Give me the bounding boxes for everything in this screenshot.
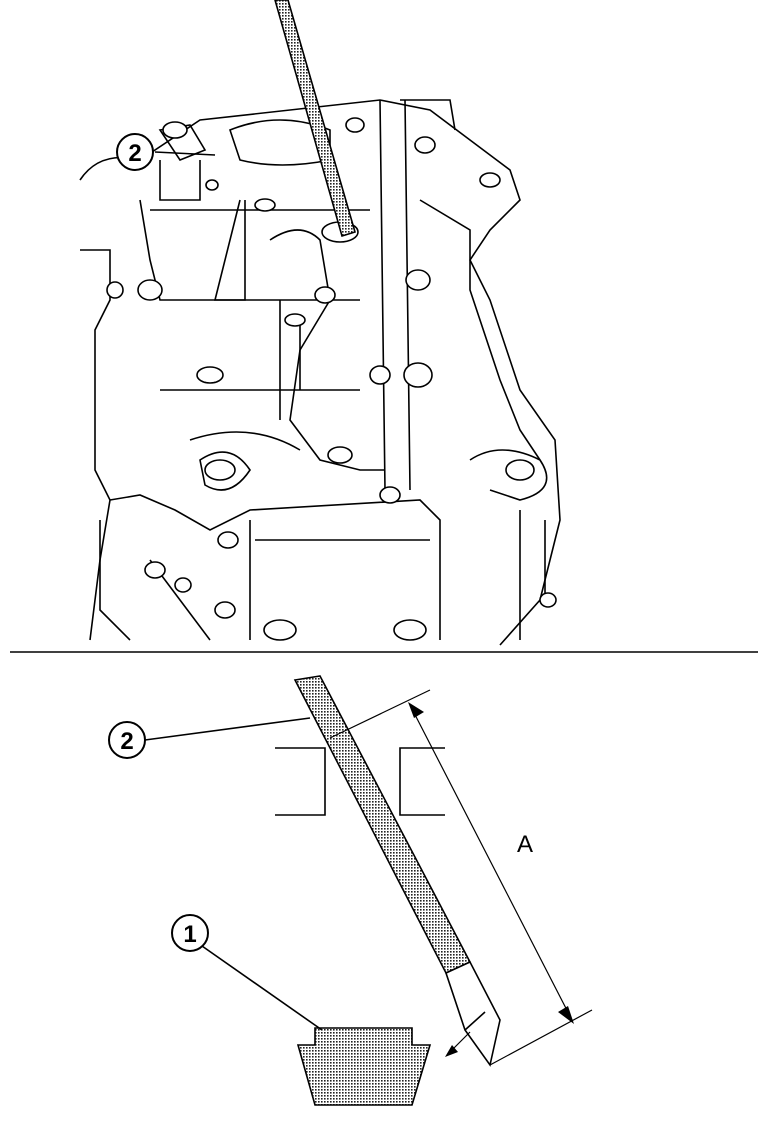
callout-2-top: 2 — [128, 140, 141, 167]
drift-tool-top — [274, 0, 356, 238]
dimension-label-a: A — [517, 831, 533, 858]
drift-tool-tip — [445, 960, 501, 1067]
leader-line-2 — [144, 717, 311, 741]
callout-1: 1 — [183, 921, 196, 948]
callout-circle-2-top — [116, 133, 154, 171]
callout-circle-1 — [171, 914, 209, 952]
case-bore-outline — [275, 747, 445, 816]
callout-2: 2 — [120, 728, 133, 755]
leader-line-2-top — [154, 151, 216, 156]
leader-line-1 — [201, 945, 323, 1031]
drift-tool-shaft — [293, 675, 472, 975]
dimension-a: A — [329, 689, 593, 1066]
callout-circle-2 — [108, 721, 146, 759]
bushing-part — [296, 1027, 432, 1106]
transmission-case-drawing — [79, 99, 561, 646]
